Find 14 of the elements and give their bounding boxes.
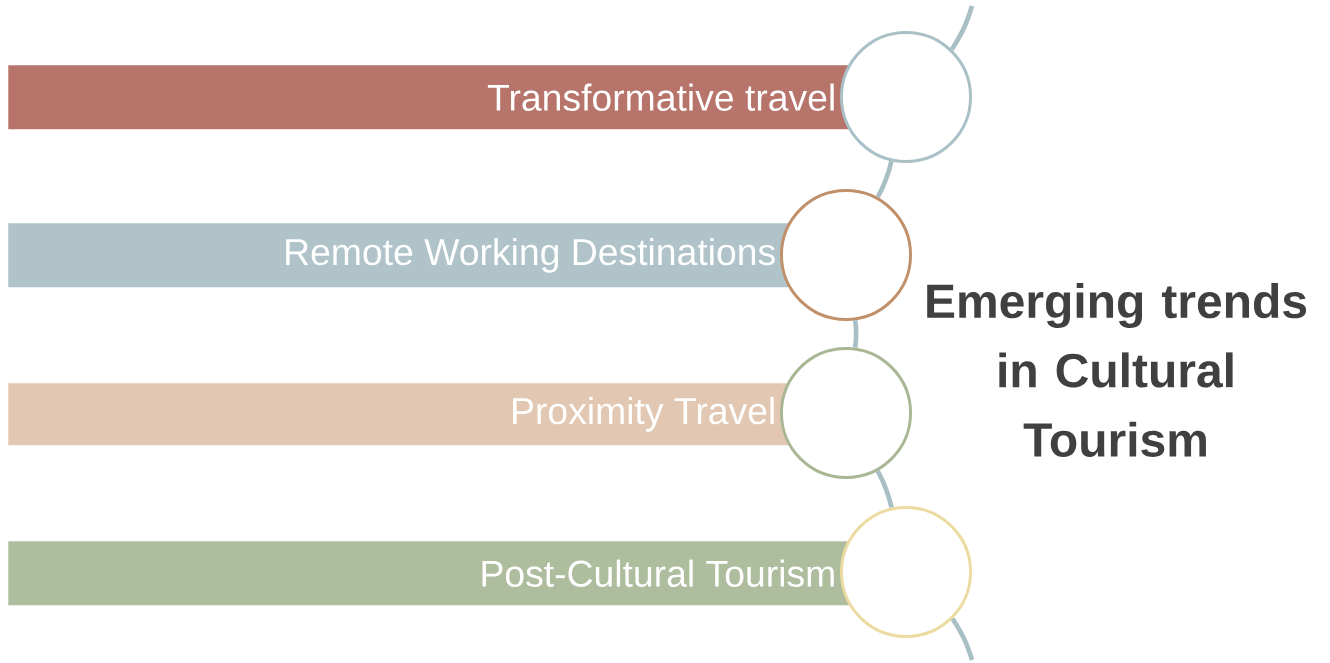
text-bar: Proximity Travel [8, 383, 791, 446]
text-bar: Remote Working Destinations [8, 223, 791, 288]
connector-line [875, 160, 894, 199]
connector-line [949, 5, 975, 51]
text-bar: Transformative travel [8, 65, 851, 130]
circle [780, 347, 912, 479]
title: Emerging trends in Cultural Tourism [927, 283, 1307, 457]
connector-line [875, 469, 894, 509]
connector-line [852, 320, 859, 348]
connector-line [950, 617, 975, 661]
circle [840, 31, 972, 163]
circle [840, 506, 972, 638]
text-bar: Post-Cultural Tourism [8, 541, 851, 606]
circle [780, 189, 912, 321]
